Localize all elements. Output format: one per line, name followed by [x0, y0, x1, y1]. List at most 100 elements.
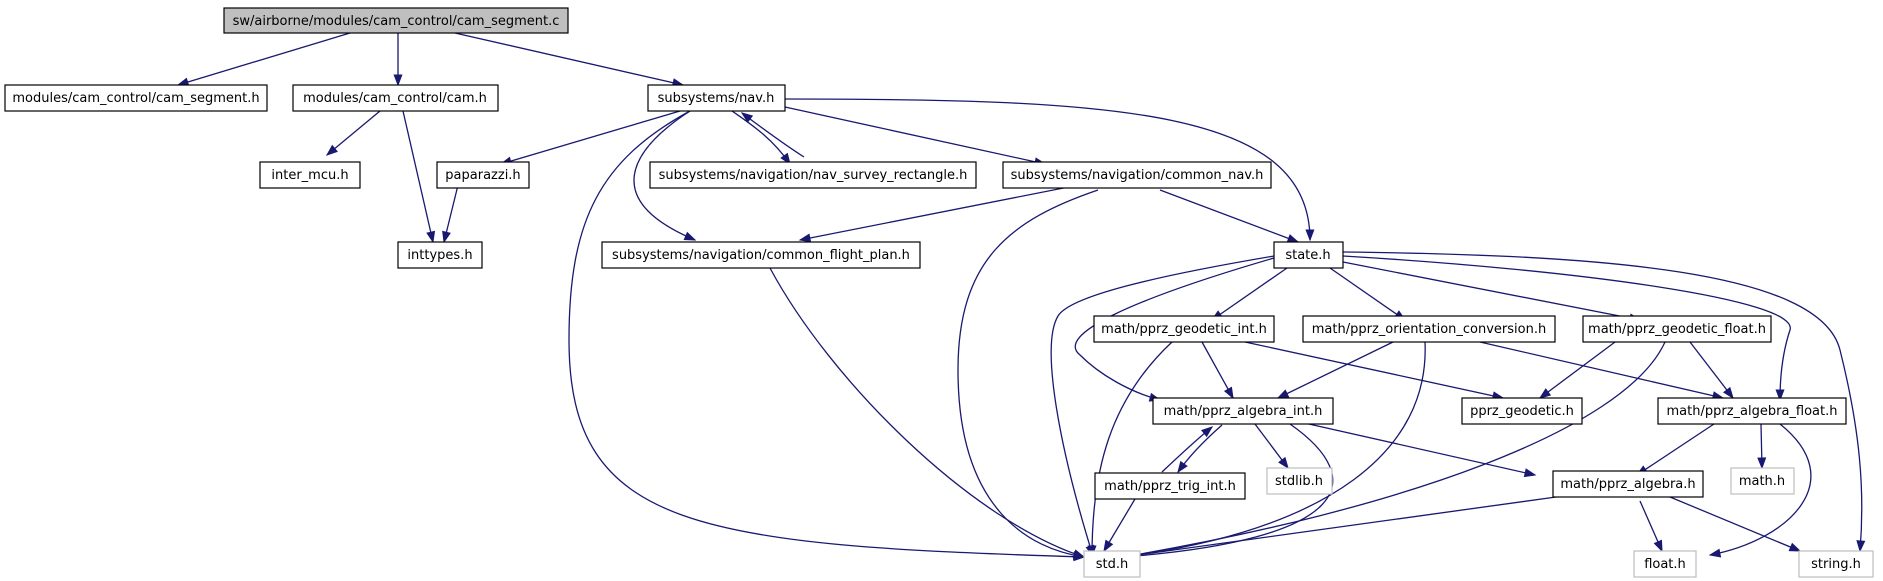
arrowhead-common-flight-plan-h-to-std-h [1072, 549, 1086, 559]
node-pprz-trig-int-h[interactable]: math/pprz_trig_int.h [1094, 472, 1246, 500]
svg-text:subsystems/navigation/nav_surv: subsystems/navigation/nav_survey_rectang… [659, 168, 968, 183]
node-nav-survey-rectangle-h[interactable]: subsystems/navigation/nav_survey_rectang… [649, 161, 977, 189]
node-state-h[interactable]: state.h [1273, 241, 1344, 269]
svg-text:math.h: math.h [1739, 474, 1785, 489]
edge-nav-h-to-state-h [784, 98, 1311, 241]
svg-text:subsystems/navigation/common_f: subsystems/navigation/common_flight_plan… [612, 248, 910, 263]
edge-algebra-float-h-to-algebra-h [1636, 419, 1721, 476]
edge-orientation-conv-h-to-algebra-int-h [1277, 341, 1394, 399]
node-pprz-algebra-float-h[interactable]: math/pprz_algebra_float.h [1657, 397, 1847, 425]
edge-state-h-to-geodetic-float-h [1342, 261, 1641, 321]
edge-algebra-int-h-to-std-h [1122, 423, 1334, 558]
dependency-nodes: sw/airborne/modules/cam_control/cam_segm… [4, 7, 1874, 578]
edge-nav-h-to-paparazzi-h [500, 110, 681, 165]
arrowhead-cam-h-to-inttypes-h [426, 230, 436, 244]
arrowhead-algebra-float-h-to-float-h [1708, 548, 1722, 558]
arrowhead-algebra-float-h-to-math-h [1757, 457, 1767, 470]
edge-state-h-to-geodetic-int-h [1211, 267, 1288, 321]
edge-cam-h-to-inttypes-h [402, 110, 434, 243]
svg-text:modules/cam_control/cam.h: modules/cam_control/cam.h [303, 91, 487, 106]
node-std-h[interactable]: std.h [1083, 550, 1141, 578]
arrowhead-cam-h-to-inter-mcu-h [325, 144, 338, 156]
edge-cam-segment-c-to-cam-segment-h [177, 32, 351, 86]
edge-cam-h-to-inter-mcu-h [326, 110, 381, 156]
node-pprz-algebra-int-h[interactable]: math/pprz_algebra_int.h [1152, 397, 1334, 425]
arrowhead-geodetic-float-h-to-pprz-geodetic-h [1538, 388, 1552, 399]
arrowhead-algebra-int-h-to-algebra-h [1523, 468, 1537, 478]
svg-text:float.h: float.h [1644, 557, 1686, 572]
edge-state-h-to-algebra-float-h [1342, 255, 1791, 401]
svg-text:inter_mcu.h: inter_mcu.h [271, 168, 348, 183]
svg-text:math/pprz_geodetic_int.h: math/pprz_geodetic_int.h [1101, 322, 1267, 337]
arrowhead-paparazzi-h-to-inttypes-h [442, 230, 451, 244]
edge-common-nav-h-to-std-h [957, 189, 1099, 558]
dependency-edges [177, 32, 1863, 558]
edge-common-nav-h-to-common-flight-plan-h [799, 181, 1095, 241]
svg-text:pprz_geodetic.h: pprz_geodetic.h [1470, 404, 1574, 419]
arrowhead-state-h-to-algebra-float-h [1775, 389, 1785, 402]
edge-common-flight-plan-h-to-std-h [769, 267, 1085, 558]
edge-common-nav-h-to-state-h [1159, 189, 1299, 243]
edge-algebra-h-to-string-h [1669, 496, 1801, 552]
svg-text:sw/airborne/modules/cam_contro: sw/airborne/modules/cam_control/cam_segm… [233, 14, 560, 29]
arrowhead-geodetic-float-h-to-algebra-float-h [1723, 386, 1734, 400]
svg-text:stdlib.h: stdlib.h [1275, 474, 1323, 489]
arrowhead-algebra-int-h-to-stdlib-h [1278, 456, 1289, 470]
node-nav-h[interactable]: subsystems/nav.h [647, 84, 786, 112]
node-common-nav-h[interactable]: subsystems/navigation/common_nav.h [1002, 161, 1272, 189]
node-pprz-geodetic-h[interactable]: pprz_geodetic.h [1461, 397, 1583, 425]
node-paparazzi-h[interactable]: paparazzi.h [436, 161, 530, 189]
edge-geodetic-float-h-to-std-h [1122, 341, 1666, 558]
edge-geodetic-int-h-to-pprz-geodetic-h [1244, 341, 1504, 399]
svg-text:modules/cam_control/cam_segmen: modules/cam_control/cam_segment.h [12, 91, 259, 106]
edge-nav-h-to-common-flight-plan-h [633, 110, 696, 241]
edge-nav-h-to-nav-survey-h [731, 110, 791, 165]
svg-text:paparazzi.h: paparazzi.h [445, 168, 520, 183]
arrowhead-common-nav-h-to-common-flight-plan-h [798, 233, 812, 243]
node-pprz-algebra-h[interactable]: math/pprz_algebra.h [1552, 470, 1704, 498]
arrowhead-nav-survey-h-to-nav-h [740, 112, 754, 123]
node-inter-mcu-h[interactable]: inter_mcu.h [259, 161, 361, 189]
edge-state-h-to-algebra-int-h [1074, 257, 1275, 401]
arrowhead-nav-h-to-common-flight-plan-h [683, 231, 697, 241]
edge-algebra-float-h-to-float-h [1709, 423, 1812, 556]
arrowhead-cam-segment-c-to-cam-h [393, 74, 403, 87]
arrowhead-geodetic-int-h-to-algebra-int-h [1223, 386, 1234, 400]
edge-geodetic-int-h-to-algebra-int-h [1201, 341, 1234, 399]
node-stdlib-h[interactable]: stdlib.h [1266, 467, 1333, 495]
edge-nav-h-to-common-nav-h [784, 106, 1046, 165]
node-cam-h[interactable]: modules/cam_control/cam.h [292, 84, 499, 112]
node-math-h[interactable]: math.h [1730, 467, 1795, 495]
svg-text:math/pprz_trig_int.h: math/pprz_trig_int.h [1104, 479, 1236, 494]
arrowhead-state-h-to-string-h [1856, 540, 1866, 553]
svg-text:std.h: std.h [1096, 557, 1129, 572]
edge-geodetic-float-h-to-algebra-float-h [1689, 341, 1734, 399]
svg-text:math/pprz_algebra_int.h: math/pprz_algebra_int.h [1164, 404, 1323, 419]
node-pprz-geodetic-float-h[interactable]: math/pprz_geodetic_float.h [1582, 315, 1772, 343]
node-cam-segment-c[interactable]: sw/airborne/modules/cam_control/cam_segm… [223, 7, 569, 34]
node-inttypes-h[interactable]: inttypes.h [397, 241, 483, 269]
node-common-flight-plan-h[interactable]: subsystems/navigation/common_flight_plan… [601, 241, 921, 269]
node-string-h[interactable]: string.h [1798, 550, 1874, 578]
edge-geodetic-int-h-to-std-h [1091, 341, 1173, 557]
arrowhead-algebra-h-to-float-h [1653, 539, 1663, 553]
arrowhead-trig-int-h-to-std-h [1103, 539, 1114, 553]
edge-state-h-to-orientation-conv-h [1329, 267, 1406, 321]
arrowhead-common-nav-h-to-state-h [1286, 234, 1300, 243]
node-cam-segment-h[interactable]: modules/cam_control/cam_segment.h [4, 84, 268, 112]
edge-algebra-int-h-to-algebra-h [1299, 421, 1536, 476]
arrowhead-nav-h-to-state-h [1305, 229, 1315, 242]
arrowhead-algebra-int-h-to-trig-int-h [1177, 460, 1188, 474]
arrowhead-algebra-h-to-string-h [1788, 542, 1802, 552]
node-float-h[interactable]: float.h [1633, 550, 1697, 578]
arrowhead-trig-int-h-to-algebra-int-h [1201, 426, 1214, 438]
edge-geodetic-float-h-to-pprz-geodetic-h [1539, 341, 1616, 399]
node-pprz-orientation-conversion-h[interactable]: math/pprz_orientation_conversion.h [1302, 315, 1556, 343]
svg-text:math/pprz_orientation_conversi: math/pprz_orientation_conversion.h [1312, 322, 1546, 337]
svg-text:state.h: state.h [1285, 248, 1330, 263]
node-pprz-geodetic-int-h[interactable]: math/pprz_geodetic_int.h [1093, 315, 1275, 343]
svg-text:math/pprz_algebra_float.h: math/pprz_algebra_float.h [1667, 404, 1838, 419]
edge-algebra-h-to-std-h [1122, 496, 1557, 558]
edge-state-h-to-std-h [1050, 255, 1275, 557]
